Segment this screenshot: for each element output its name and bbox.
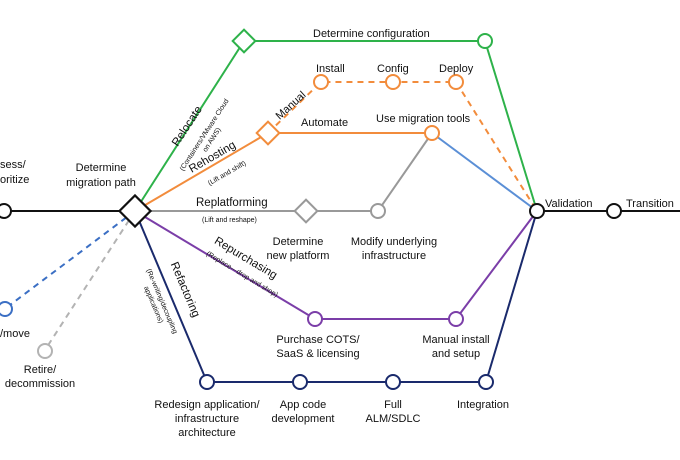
full-alm-node (385, 374, 401, 390)
redesign-label-line3: architecture (178, 427, 235, 439)
integration-label: Integration (457, 399, 509, 411)
config-label: Config (377, 63, 409, 75)
retire-line (44, 210, 136, 351)
nodes (0, 28, 622, 390)
determine-config-label: Determine configuration (313, 28, 430, 40)
rehosting-manual-line (267, 81, 538, 212)
retire-label-line2: decommission (5, 378, 75, 390)
determine-platform-node (293, 198, 319, 224)
replatforming-path-title: Replatforming (196, 197, 268, 209)
retire-node (37, 343, 53, 359)
assess-label-line1: sess/ (0, 159, 27, 171)
deploy-label: Deploy (439, 63, 474, 75)
validation-label: Validation (545, 198, 593, 210)
rehosting-decision-node (255, 120, 281, 146)
tools-to-validation-line (431, 132, 538, 212)
refactoring-line (134, 210, 538, 383)
transition-node (606, 203, 622, 219)
redesign-label-line2: infrastructure (175, 413, 239, 425)
modify-infra-label-line2: infrastructure (362, 250, 426, 262)
assess-label-line2: oritize (0, 174, 29, 186)
full-alm-label-line1: Full (384, 399, 402, 411)
relocate-decision-node (231, 28, 257, 54)
determine-platform-label-line2: new platform (267, 250, 330, 262)
modify-infra-label-line1: Modify underlying (351, 236, 437, 248)
validation-node (529, 203, 545, 219)
use-tools-node (424, 125, 440, 141)
determine-path-label-line1: Determine (76, 162, 127, 174)
deploy-node (448, 74, 464, 90)
manual-install-label-line2: and setup (432, 348, 480, 360)
manual-install-label-line1: Manual install (422, 334, 489, 346)
app-code-node (292, 374, 308, 390)
manual-install-node (448, 311, 464, 327)
connectors (0, 40, 680, 383)
assess-node (0, 203, 12, 219)
relocate-line (134, 40, 538, 212)
automate-label: Automate (301, 117, 348, 129)
use-tools-label: Use migration tools (376, 113, 471, 125)
purchase-cots-node (307, 311, 323, 327)
transition-label: Transition (626, 198, 674, 210)
retain-line (5, 210, 136, 309)
retire-label-line1: Retire/ (24, 364, 57, 376)
determine-platform-label-line1: Determine (273, 236, 324, 248)
replatforming-path-subtitle: (Lift and reshape) (202, 217, 257, 224)
refactoring-path-title: Refactoring (168, 260, 202, 319)
redesign-node (199, 374, 215, 390)
retain-move-label: /move (0, 328, 30, 340)
app-code-label-line2: development (272, 413, 335, 425)
purchase-cots-label-line2: SaaS & licensing (276, 348, 359, 360)
redesign-label-line1: Redesign application/ (154, 399, 260, 411)
determine-path-label-line2: migration path (66, 177, 136, 189)
repurchasing-line (134, 210, 538, 320)
integration-node (478, 374, 494, 390)
full-alm-label-line2: ALM/SDLC (365, 413, 420, 425)
retain-node (0, 301, 13, 317)
determine-path-node (117, 193, 153, 229)
install-label: Install (316, 63, 345, 75)
config-node (385, 74, 401, 90)
purchase-cots-label-line1: Purchase COTS/ (276, 334, 360, 346)
replatforming-line (135, 132, 433, 212)
app-code-label-line1: App code (280, 399, 326, 411)
labels: sess/ oritize Determine migration path V… (0, 28, 674, 439)
install-node (313, 74, 329, 90)
relocate-end-node (477, 33, 493, 49)
modify-infra-node (370, 203, 386, 219)
